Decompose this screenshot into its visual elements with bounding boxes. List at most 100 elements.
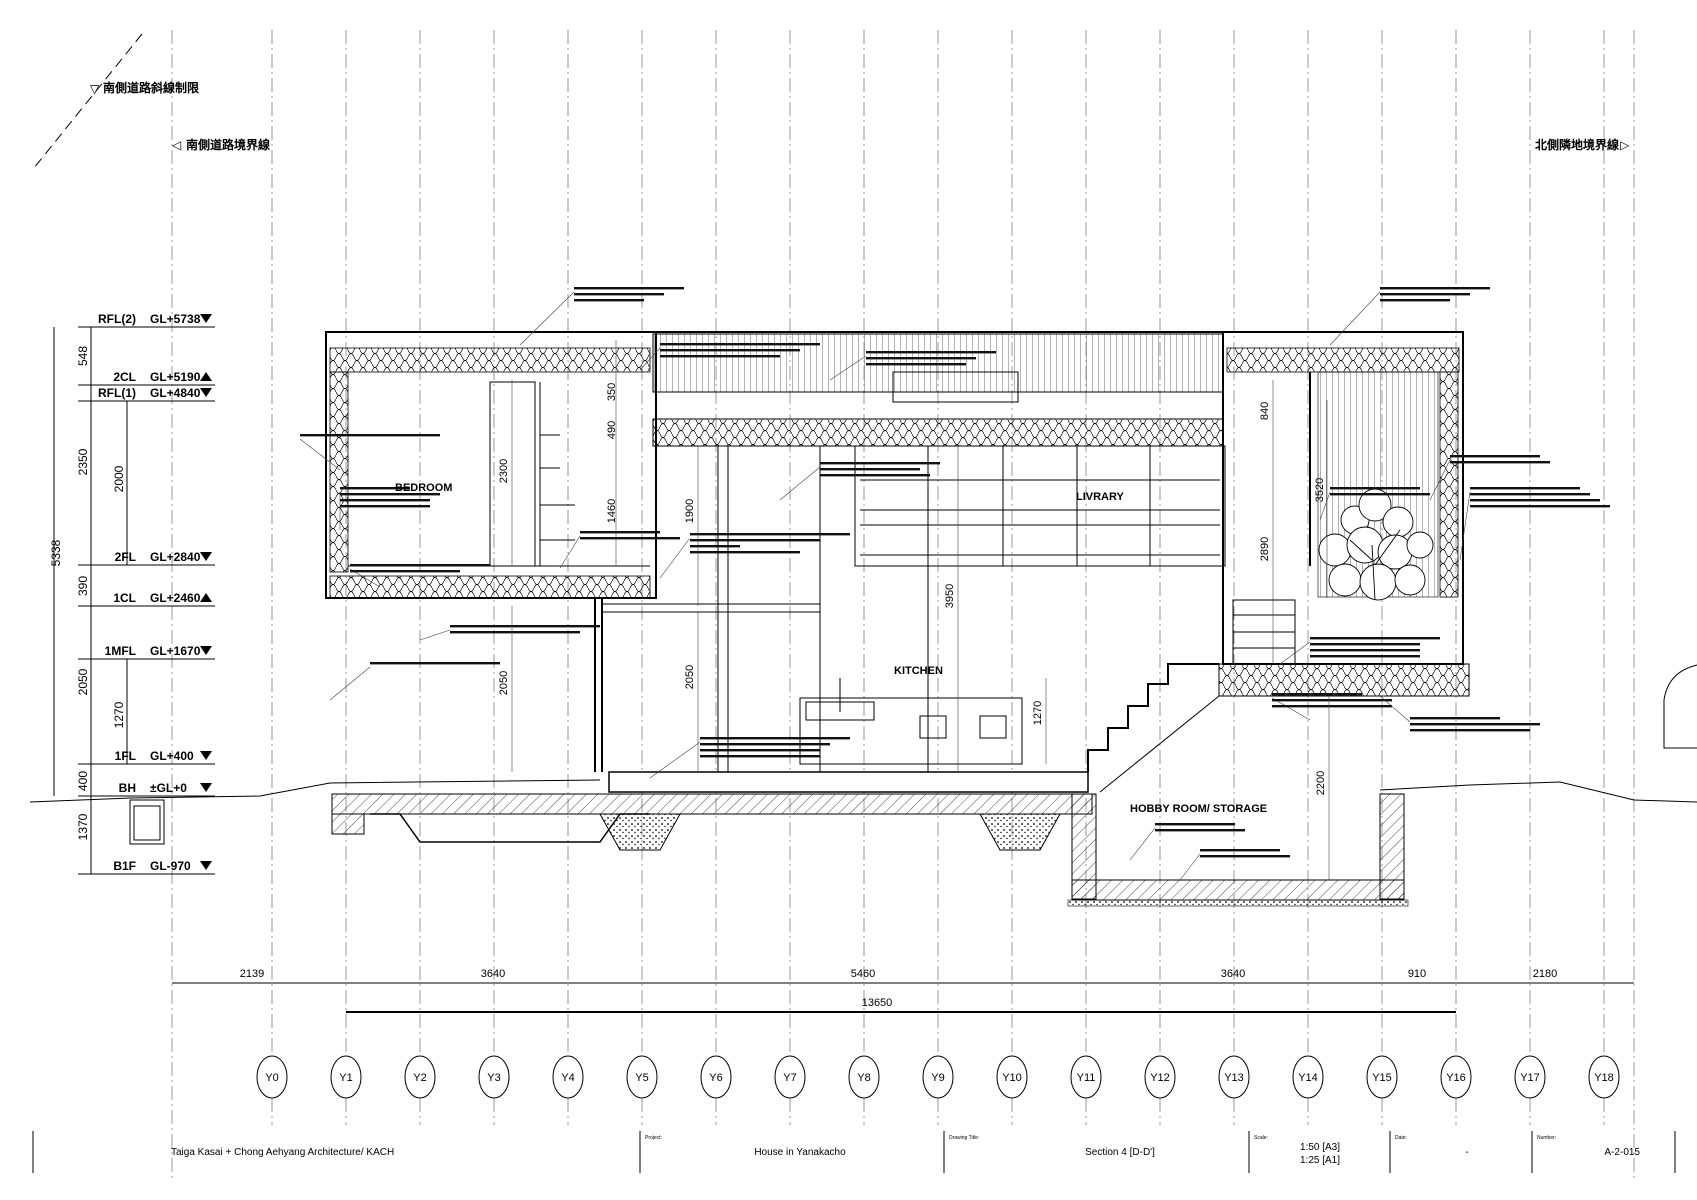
level-down-triangle-icon: [200, 783, 212, 792]
interior-dimension: 2200: [1315, 771, 1327, 795]
level-value: GL-970: [150, 859, 191, 873]
annotation-note-mark: [1380, 287, 1490, 290]
north-boundary-label: 北側隣地境界線: [1535, 137, 1619, 152]
grid-bubble: [330, 1055, 362, 1099]
level-name: 1MFL: [105, 644, 136, 658]
grid-axis-label: Y17: [1520, 1072, 1540, 1084]
dim-1270: 1270: [112, 701, 126, 728]
annotation-note-mark: [660, 349, 800, 352]
annotation-note-mark: [1330, 487, 1420, 490]
annotation-note-mark: [1200, 855, 1290, 858]
annotation-note-mark: [1410, 729, 1530, 732]
annotation-note-mark: [1380, 293, 1470, 296]
annotation-note-mark: [820, 474, 930, 477]
level-up-triangle-icon: [200, 372, 212, 381]
level-name: RFL(2): [98, 312, 136, 326]
annotation-note-mark: [690, 533, 850, 536]
dim-2050: 2050: [76, 668, 90, 695]
annotation-note-mark: [1272, 705, 1392, 708]
level-name: 2FL: [115, 550, 136, 564]
annotation-note-mark: [660, 355, 780, 358]
level-name: 1FL: [115, 749, 136, 763]
room-hobby-storage: HOBBY ROOM/ STORAGE: [1130, 803, 1267, 815]
grid-axis-label: Y1: [339, 1072, 352, 1084]
annotation-note-mark: [350, 570, 460, 573]
project-label: Project:: [645, 1135, 662, 1141]
grid-bubble: [256, 1055, 288, 1099]
level-value: GL+400: [150, 749, 194, 763]
grid-bubble: [700, 1055, 732, 1099]
annotation-note-mark: [1470, 505, 1610, 508]
grid-axis-label: Y10: [1002, 1072, 1022, 1084]
annotation-note-mark: [700, 755, 820, 758]
leader-line: [559, 535, 581, 569]
grid-axis-label: Y5: [635, 1072, 648, 1084]
scale-a3: 1:50 [A3]: [1300, 1142, 1340, 1153]
dim-1370: 1370: [76, 813, 90, 840]
interior-dimension: 3520: [1314, 478, 1326, 502]
interior-dimension: 3950: [944, 584, 956, 608]
leader-line: [1279, 641, 1311, 665]
grid-bubble: [1588, 1055, 1620, 1099]
leader-line: [299, 438, 341, 471]
dim-2000: 2000: [112, 465, 126, 492]
grid-axis-label: Y15: [1372, 1072, 1392, 1084]
grid-bubble: [1070, 1055, 1102, 1099]
level-down-triangle-icon: [200, 861, 212, 870]
leader-line: [1429, 459, 1451, 501]
drawing-title: Section 4 [D-D']: [1085, 1147, 1155, 1158]
annotation-note-mark: [866, 357, 976, 360]
dim-2350: 2350: [76, 448, 90, 475]
annotation-note-mark: [1200, 849, 1280, 852]
annotation-note-mark: [350, 564, 490, 567]
south-road-boundary-label: 南側道路境界線: [186, 137, 270, 152]
annotation-note-mark: [1470, 487, 1580, 490]
interior-dimension: 490: [606, 421, 618, 439]
leader-line: [519, 291, 575, 346]
grid-axis-label: Y9: [931, 1072, 944, 1084]
dim-390: 390: [76, 576, 90, 596]
annotation-note-mark: [690, 551, 800, 554]
interior-dimension: 1900: [684, 499, 696, 523]
annotation-note-mark: [340, 505, 430, 508]
number-label: Number:: [1537, 1135, 1556, 1141]
grid-bubble: [1292, 1055, 1324, 1099]
grid-bubble: [552, 1055, 584, 1099]
level-down-triangle-icon: [200, 388, 212, 397]
level-value: GL+5738: [150, 312, 201, 326]
leader-line: [1319, 491, 1331, 521]
project-name: House in Yanakacho: [754, 1147, 846, 1158]
level-value: GL+1670: [150, 644, 201, 658]
dim-548: 548: [76, 346, 90, 366]
annotation-note-mark: [340, 487, 410, 490]
drawing-title-label: Drawing Title:: [949, 1135, 979, 1141]
grid-axis-label: Y4: [561, 1072, 574, 1084]
date-value: -: [1465, 1147, 1468, 1158]
dim-total: 5338: [49, 539, 63, 566]
annotation-note-mark: [1410, 717, 1500, 720]
interior-dimension: 2050: [684, 665, 696, 689]
interior-dimension: 350: [606, 383, 618, 401]
leader-line: [1129, 827, 1156, 861]
interior-dimension: 2890: [1259, 537, 1271, 561]
annotation-note-mark: [820, 468, 920, 471]
south-slant-label: 南側道路斜線制限: [103, 80, 199, 95]
leader-line: [329, 666, 371, 701]
annotation-notes: [299, 287, 1610, 881]
annotation-note-mark: [1410, 723, 1540, 726]
annotation-note-mark: [1155, 829, 1245, 832]
horizontal-dimensions: [172, 982, 1634, 1013]
triangle-right-icon: ▷: [1620, 138, 1630, 152]
grid-axis-label: Y12: [1150, 1072, 1170, 1084]
annotation-note-mark: [1470, 493, 1590, 496]
horizontal-dimension: 3640: [1221, 968, 1245, 980]
scale-label: Scale:: [1254, 1135, 1268, 1141]
horizontal-dimension: 910: [1408, 968, 1426, 980]
grid-axis-label: Y11: [1077, 1072, 1096, 1084]
date-label: Date:: [1395, 1135, 1407, 1141]
level-value: GL+4840: [150, 386, 201, 400]
grid-bubble: [1366, 1055, 1398, 1099]
